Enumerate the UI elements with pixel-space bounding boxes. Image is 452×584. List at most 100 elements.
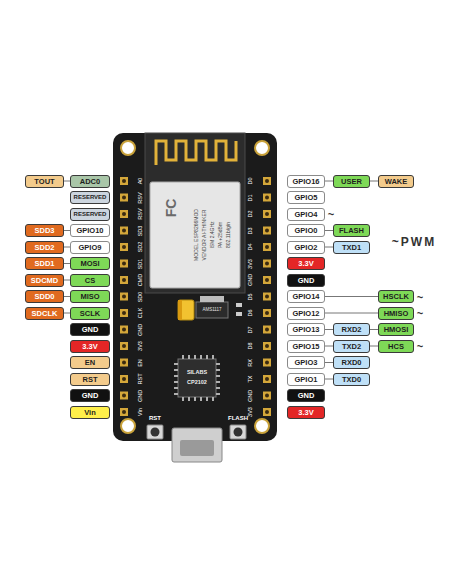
component-marking: SILABS (187, 370, 207, 376)
pin-label-box: SDCLK (25, 307, 64, 320)
chip-pin (174, 393, 178, 395)
pin-name: GPIO14 (292, 291, 319, 302)
pin-hole (265, 410, 269, 414)
pin-label-box: GPIO10 (70, 224, 110, 237)
pin-link-line (370, 346, 378, 347)
capacitor (178, 300, 194, 320)
pin-label-box: EN (70, 356, 110, 369)
chip-pin (174, 381, 178, 383)
pin-label-box: SCLK (70, 307, 110, 320)
pin-label-box: ADC0 (70, 175, 110, 188)
header-pad (263, 326, 271, 334)
mounting-hole (121, 141, 135, 155)
component-marking: 802.11b/g/n (226, 222, 231, 248)
pin-hole (265, 229, 269, 233)
pin-link-line (325, 346, 333, 347)
pin-label-box: GPIO13 (287, 323, 325, 336)
pin-name: GND (82, 324, 99, 335)
chip-pins (174, 355, 220, 401)
pin-hole (265, 278, 269, 282)
header-pad (263, 309, 271, 317)
chip-pin (188, 355, 190, 359)
board-pin-name: Vin (138, 408, 144, 416)
pin-label-box: HCS (378, 340, 414, 353)
pin-hole (265, 295, 269, 299)
pin-label-box: GPIO1 (287, 373, 325, 386)
pin-label-box: GPIO12 (287, 307, 325, 320)
pin-name: ADC0 (80, 176, 100, 187)
board-pin-name: D0 (248, 177, 254, 184)
pin-link-line (325, 181, 333, 182)
pcb-board (113, 133, 277, 441)
pin-label-box: 3.3V (287, 257, 325, 270)
usb-uart-chip (178, 359, 216, 397)
pin-label-box: GPIO16 (287, 175, 325, 188)
header-pad (263, 392, 271, 400)
pin-label-box: TXD1 (333, 241, 370, 254)
pwm-mark: ~ (417, 341, 423, 352)
pin-name: EN (85, 357, 95, 368)
pin-name: Vin (84, 407, 96, 418)
pin-hole (122, 196, 126, 200)
pin-label-box: GPIO0 (287, 224, 325, 237)
pin-label-box: HMOSI (378, 323, 414, 336)
pin-name: GPIO10 (76, 225, 103, 236)
mounting-hole (255, 141, 269, 155)
capacitor-stripe (178, 300, 182, 320)
pin-name: TXD0 (342, 374, 361, 385)
header-pad (263, 276, 271, 284)
pin-name: HCS (388, 341, 404, 352)
header-pad (263, 194, 271, 202)
board-pin-name: D2 (248, 210, 254, 217)
component-marking: VENDOR AI-THINKER (202, 210, 207, 261)
pin-label-box: SDD3 (25, 224, 64, 237)
pin-link-line (325, 230, 333, 231)
pin-label-box: SDD0 (25, 290, 64, 303)
pin-name: GPIO4 (295, 209, 318, 220)
pin-name: TXD1 (342, 242, 361, 253)
board-pin-name: 3V3 (248, 259, 254, 269)
board-pin-name: SD1 (138, 258, 144, 269)
pin-name: TXD2 (342, 341, 361, 352)
component-marking: FLASH (228, 415, 248, 421)
component-marking: ISM 2.4GHz (210, 221, 215, 248)
chip-pin (194, 355, 196, 359)
flash-button (230, 425, 246, 439)
pin-link-line (325, 296, 378, 297)
smd-part (236, 312, 242, 316)
header-pad (263, 408, 271, 416)
header-pad (120, 375, 128, 383)
pin-name: GND (298, 275, 315, 286)
header-pad (120, 276, 128, 284)
pin-hole (122, 344, 126, 348)
pin-label-box: GND (70, 323, 110, 336)
pin-hole (122, 410, 126, 414)
pin-name: TOUT (34, 176, 54, 187)
header-pad (263, 210, 271, 218)
pin-label-box: MISO (70, 290, 110, 303)
header-pad (120, 243, 128, 251)
pin-name: SDD1 (34, 258, 54, 269)
mounting-hole (121, 419, 135, 433)
header-pad (263, 359, 271, 367)
board-pin-name: EN (138, 359, 144, 367)
pin-label-box: SDD2 (25, 241, 64, 254)
pin-name: RXD2 (341, 324, 361, 335)
chip-pin (216, 363, 220, 365)
pin-hole (122, 179, 126, 183)
pin-name: GND (82, 390, 99, 401)
wifi-module (145, 133, 245, 293)
pin-name: GPIO3 (295, 357, 318, 368)
component-marking: AMS1117 (202, 308, 221, 313)
smd-part (236, 303, 242, 307)
chip-pin (174, 369, 178, 371)
pin-name: WAKE (385, 176, 408, 187)
pin-name: HMISO (384, 308, 409, 319)
pin-label-box: RESERVED (70, 191, 110, 204)
chip-pin (212, 355, 214, 359)
pin-label-box: SDD1 (25, 257, 64, 270)
header-pad (263, 260, 271, 268)
pin-hole (265, 377, 269, 381)
header-pad (120, 408, 128, 416)
